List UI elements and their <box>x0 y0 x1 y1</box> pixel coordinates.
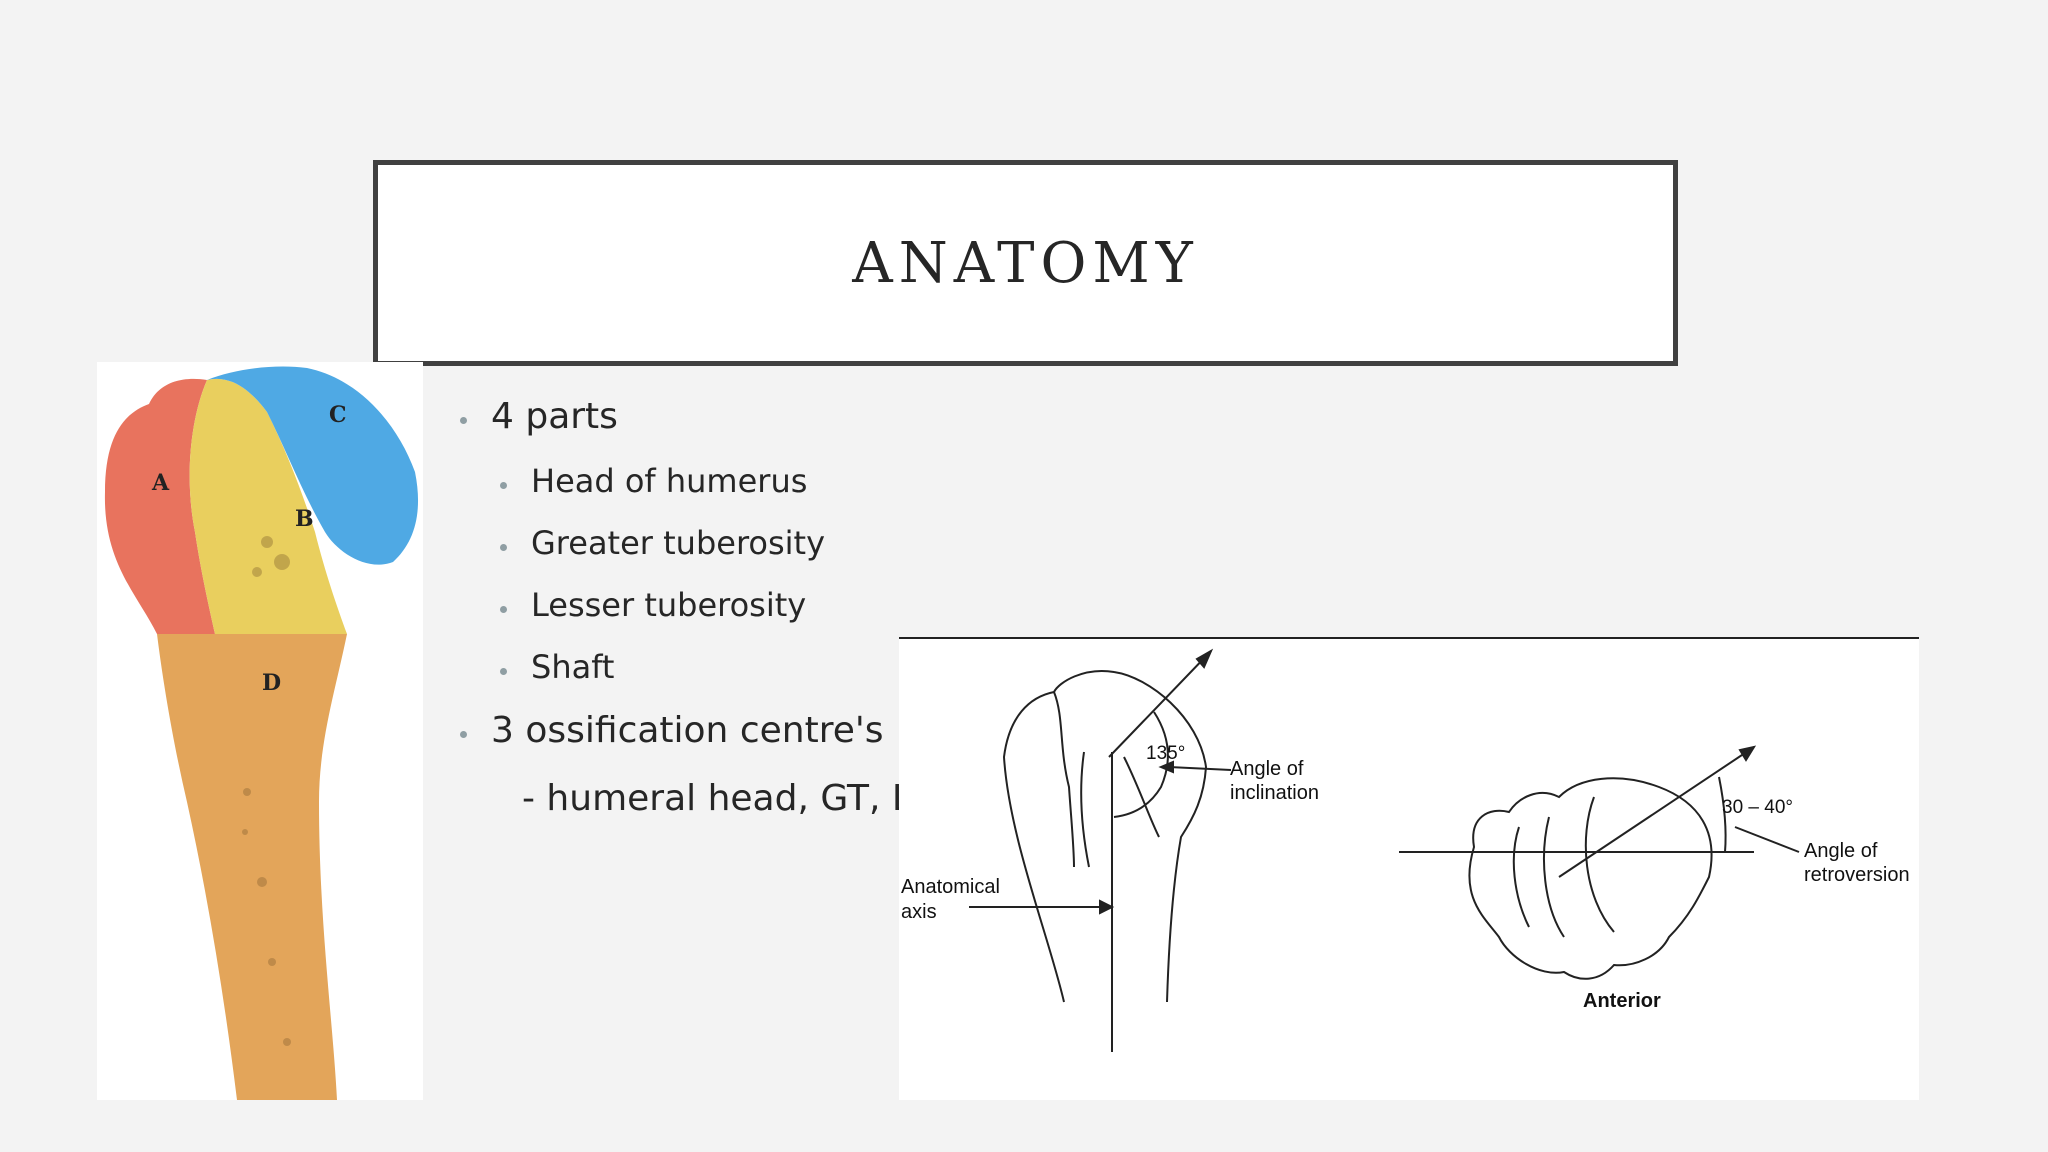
bullet-level2: Greater tuberosity <box>500 524 825 562</box>
region-d-shaft <box>157 634 347 1100</box>
front-view-humerus <box>1002 670 1208 1052</box>
inclination-angle-value: 135° <box>1146 743 1185 764</box>
anterior-label: Anterior <box>1583 990 1661 1012</box>
bullet-dot-icon <box>460 730 467 738</box>
bullet-dot-icon <box>500 605 507 613</box>
humerus-drawing: A B C D <box>104 366 419 1100</box>
region-c-head <box>207 366 419 565</box>
label-d: D <box>262 670 281 696</box>
label-a: A <box>151 470 170 496</box>
label-c: C <box>329 402 347 428</box>
top-view-humerus <box>1399 745 1800 980</box>
bullet-dot-icon <box>460 416 467 424</box>
inclination-angle-marks <box>969 648 1232 915</box>
humerus-colored-image: A B C D <box>97 362 423 1100</box>
bullet-level2: Head of humerus <box>500 462 807 500</box>
inclination-label-line2: inclination <box>1230 782 1319 804</box>
retroversion-angle-value: 30 – 40° <box>1722 797 1793 818</box>
label-b: B <box>295 506 314 532</box>
retroversion-label-line1: Angle of <box>1804 840 1878 862</box>
anatomical-axis-label-line2: axis <box>901 901 937 923</box>
region-b-lesser-tuberosity <box>189 378 347 634</box>
slide-title-box: ANATOMY <box>373 160 1678 366</box>
angle-diagram-drawing: 135° Angle of inclination Anatomical axi… <box>899 637 1919 1052</box>
bullet-level2: Shaft <box>500 648 614 686</box>
bone-texture <box>242 536 291 1046</box>
bullet-dot-icon <box>500 667 507 675</box>
humerus-angle-diagram: 135° Angle of inclination Anatomical axi… <box>899 637 1919 1100</box>
bullet-level1: 3 ossification centre's <box>460 710 884 751</box>
bullet-continuation: - humeral head, GT, LT <box>522 778 929 819</box>
inclination-label-line1: Angle of <box>1230 758 1304 780</box>
bullet-dot-icon <box>500 481 507 489</box>
bullet-level1: 4 parts <box>460 396 618 437</box>
retroversion-label-line2: retroversion <box>1804 864 1910 886</box>
bullet-dot-icon <box>500 543 507 551</box>
region-a-greater-tuberosity <box>104 378 215 634</box>
slide-title: ANATOMY <box>852 230 1199 296</box>
bullet-level2: Lesser tuberosity <box>500 586 806 624</box>
anatomical-axis-label-line1: Anatomical <box>901 876 1000 898</box>
